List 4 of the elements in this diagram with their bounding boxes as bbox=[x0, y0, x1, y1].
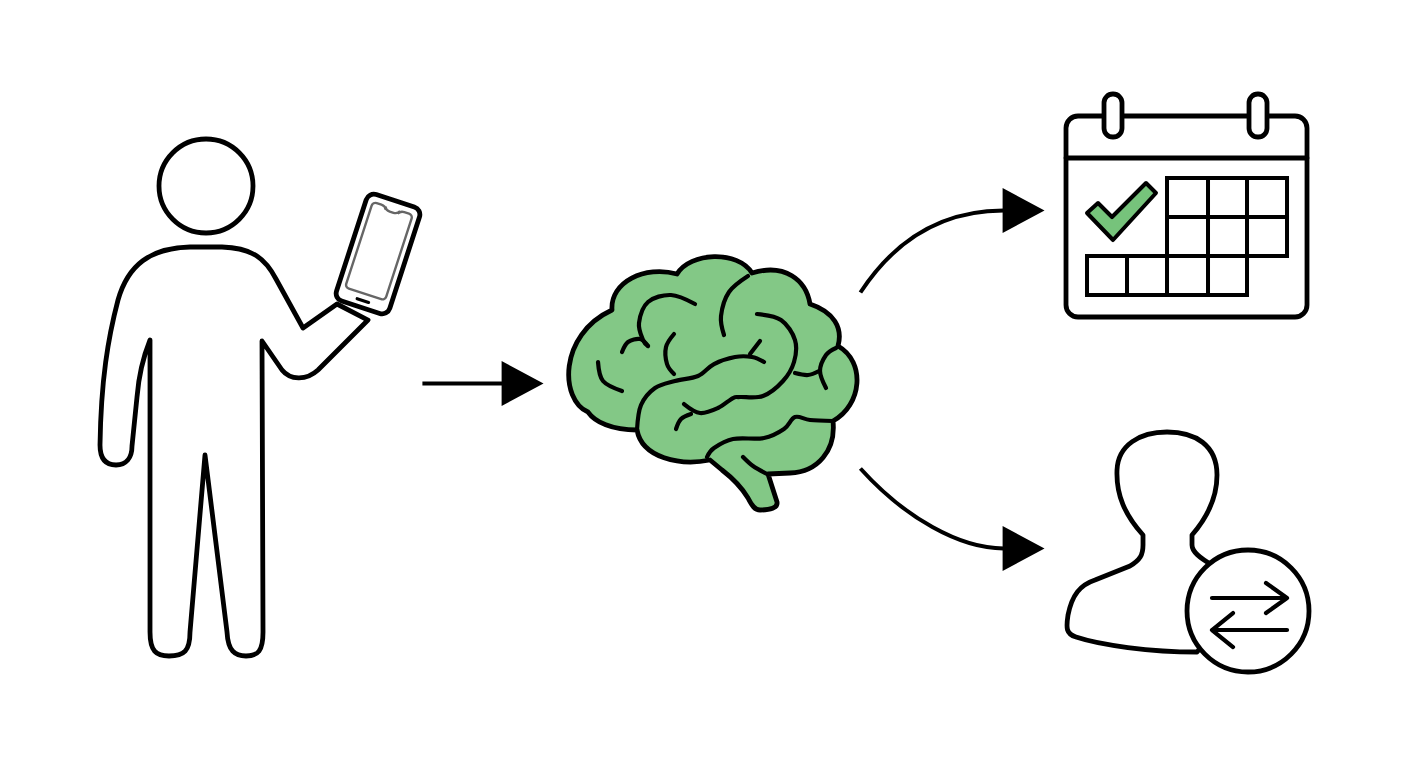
brain-drawing bbox=[566, 254, 860, 513]
person-with-phone bbox=[97, 136, 423, 659]
person-swap-icon bbox=[1064, 429, 1312, 675]
calendar-icon bbox=[1063, 91, 1310, 320]
